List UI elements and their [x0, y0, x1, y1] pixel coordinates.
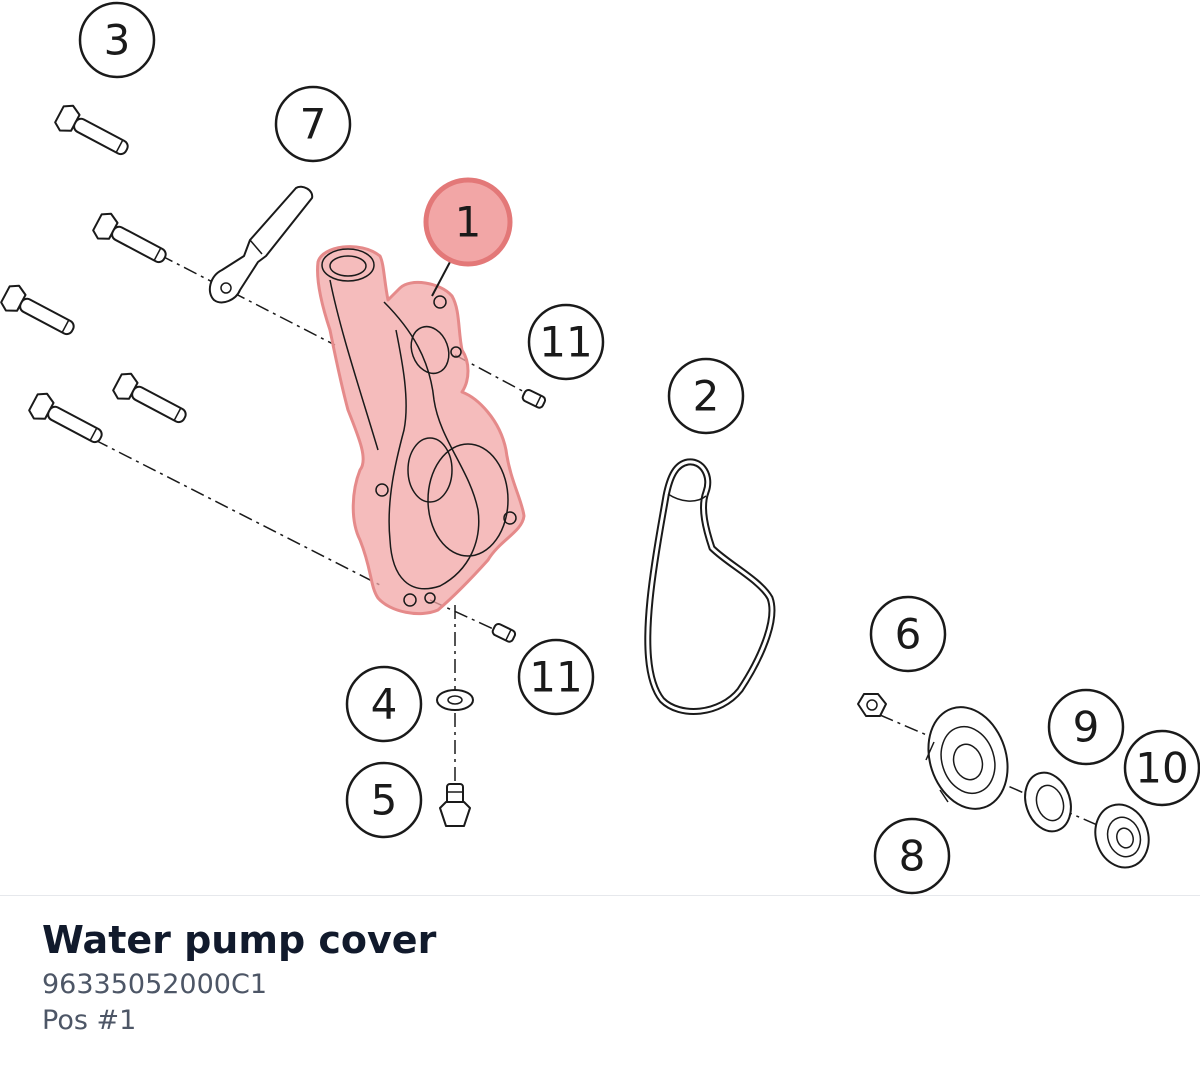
callout-5[interactable]: 5	[345, 761, 423, 839]
impeller-part-8[interactable]	[916, 697, 1020, 819]
svg-text:3: 3	[104, 16, 131, 65]
callout-4[interactable]: 4	[345, 665, 423, 743]
bolt-part-3[interactable]	[27, 390, 107, 450]
callout-6[interactable]: 6	[869, 595, 947, 673]
water-pump-cover-part-1[interactable]	[316, 245, 526, 616]
callout-9[interactable]: 9	[1047, 688, 1125, 766]
svg-text:1: 1	[455, 198, 482, 247]
part-position: Pos #1	[42, 1005, 137, 1036]
callout-3[interactable]: 3	[78, 1, 156, 79]
seal-part-9[interactable]	[1018, 767, 1078, 838]
part-title: Water pump cover	[42, 918, 437, 962]
callout-11[interactable]: 11	[517, 638, 595, 716]
bolt-part-3[interactable]	[0, 282, 79, 342]
callout-11[interactable]: 11	[527, 303, 605, 381]
svg-text:11: 11	[539, 318, 592, 367]
bracket-part-7[interactable]	[208, 185, 314, 304]
dowel-pin-part-11[interactable]	[491, 622, 517, 643]
screw-part-5[interactable]	[439, 783, 471, 827]
divider	[0, 895, 1200, 896]
callout-8[interactable]: 8	[873, 817, 951, 895]
part-number: 96335052000C1	[42, 969, 267, 1000]
washer-part-4[interactable]	[436, 689, 474, 711]
bolt-part-3[interactable]	[111, 370, 191, 430]
svg-text:11: 11	[529, 653, 582, 702]
svg-text:9: 9	[1073, 703, 1100, 752]
svg-text:10: 10	[1135, 744, 1188, 793]
callout-1[interactable]: 1	[423, 177, 513, 267]
svg-text:4: 4	[371, 680, 398, 729]
svg-text:8: 8	[899, 832, 926, 881]
svg-text:6: 6	[895, 610, 922, 659]
dowel-pin-part-11[interactable]	[521, 388, 547, 409]
nut-part-6[interactable]	[857, 693, 887, 717]
svg-text:7: 7	[300, 100, 327, 149]
callout-2[interactable]: 2	[667, 357, 745, 435]
bearing-part-10[interactable]	[1087, 798, 1156, 875]
leader-line-1	[431, 261, 451, 297]
bolt-part-3[interactable]	[53, 102, 133, 162]
svg-text:2: 2	[693, 372, 720, 421]
callout-7[interactable]: 7	[274, 85, 352, 163]
callout-10[interactable]: 10	[1123, 729, 1200, 807]
exploded-parts-diagram: 1 2 3 4 5 6 7 8 9 10 11 11	[0, 1, 1200, 895]
bolt-part-3[interactable]	[91, 210, 171, 270]
svg-text:5: 5	[371, 776, 398, 825]
gasket-part-2[interactable]	[644, 458, 776, 715]
